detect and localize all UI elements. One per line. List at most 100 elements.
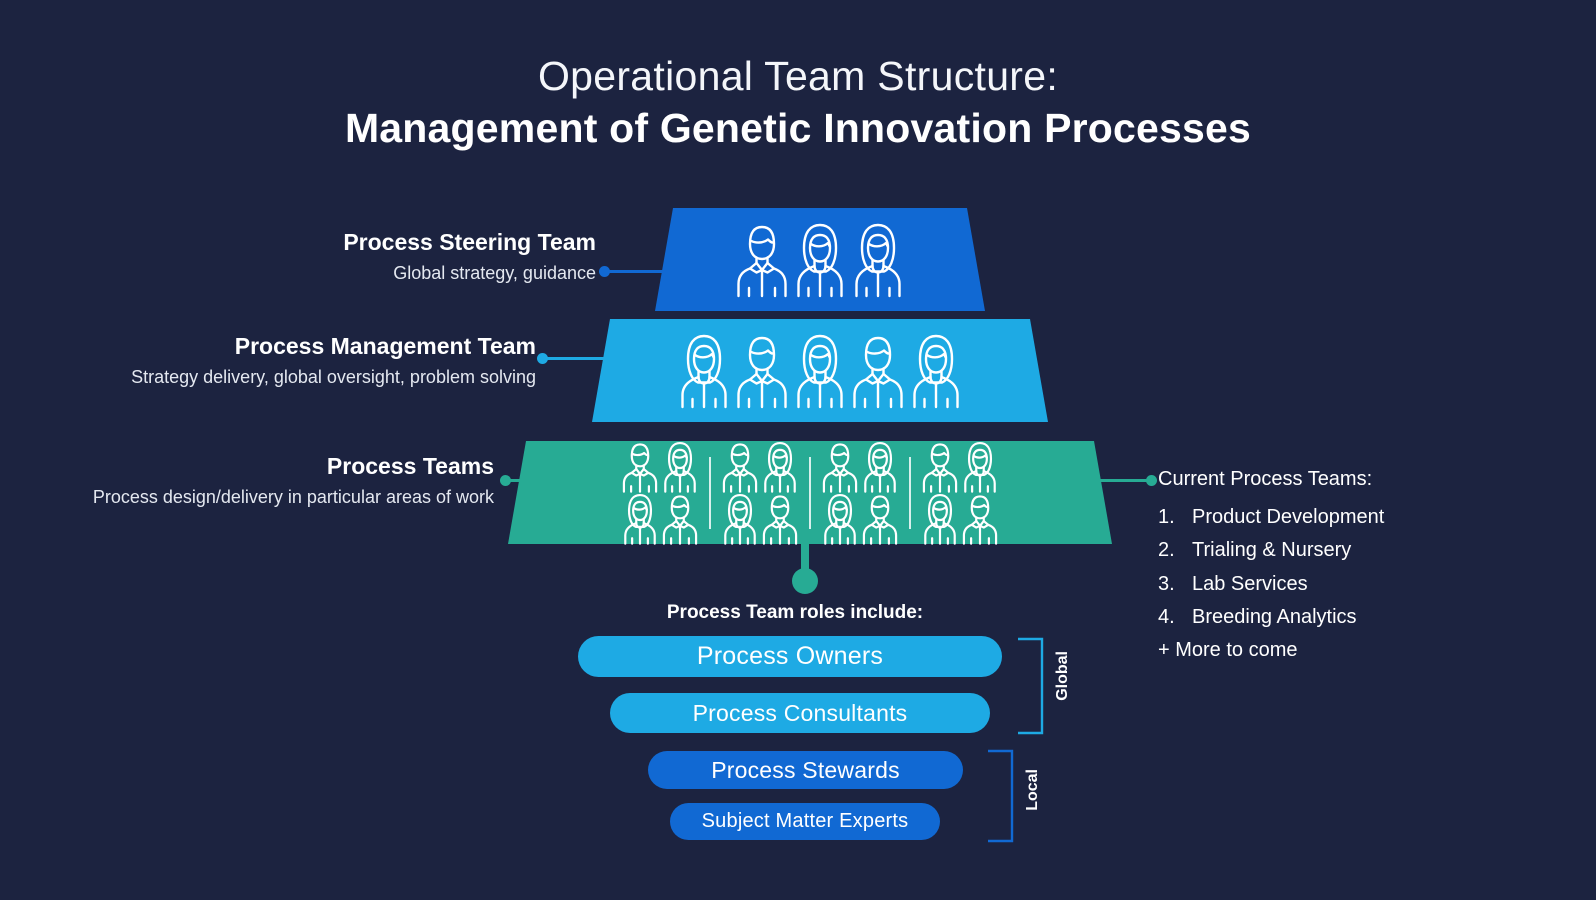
title-line-2: Management of Genetic Innovation Process… [344, 105, 1252, 152]
person-female-icon [913, 334, 959, 408]
current-process-teams-footer: + More to come [1158, 638, 1298, 661]
connector-steering [599, 266, 666, 277]
tier-label-management-name: Process Management Team [234, 333, 536, 359]
roles-caption-text: Process Team roles include: [666, 602, 924, 623]
list-item-number: 2. [1158, 539, 1175, 562]
connector-line-icon [1090, 479, 1152, 482]
role-pill-label: Subject Matter Experts [701, 810, 909, 832]
scope-bracket-local-label: Local [1024, 769, 1041, 811]
cluster-row [720, 441, 800, 493]
tier-label-steering: Process Steering Team Global strategy, g… [343, 228, 596, 285]
tier-label-management-desc: Strategy delivery, global oversight, pro… [131, 366, 536, 387]
person-male-icon [862, 494, 898, 545]
people-group [733, 222, 907, 298]
role-pill-subject-matter-experts[interactable]: Subject Matter Experts [670, 803, 940, 840]
cluster-divider [809, 456, 811, 529]
process-team-cluster [920, 441, 1000, 545]
person-female-icon [855, 223, 901, 297]
tier-people-steering [655, 208, 985, 311]
list-item: 2. Trialing & Nursery [1158, 534, 1578, 567]
current-process-teams-panel: Current Process Teams: 1. Product Develo… [1158, 468, 1578, 662]
stem-dot-icon [792, 568, 818, 594]
scope-bracket-global-label: Global [1054, 651, 1071, 701]
person-female-icon [797, 223, 843, 297]
connector-dot-icon [1146, 475, 1157, 486]
process-team-cluster [820, 441, 900, 545]
person-female-icon [964, 441, 996, 493]
role-pill-label: Process Owners [696, 642, 884, 670]
role-pill-process-consultants[interactable]: Process Consultants [610, 693, 990, 733]
process-team-cluster [620, 441, 700, 545]
tier-label-management: Process Management Team Strategy deliver… [131, 332, 536, 389]
current-process-teams-heading: Current Process Teams: [1158, 468, 1373, 490]
cluster-row [620, 493, 700, 545]
person-male-icon [962, 494, 998, 545]
person-male-icon [762, 494, 798, 545]
tier-label-steering-desc: Global strategy, guidance [393, 262, 596, 283]
connector-line-icon [542, 357, 604, 360]
person-female-icon [724, 493, 756, 545]
list-item-label: Lab Services [1192, 572, 1308, 595]
person-female-icon [864, 441, 896, 493]
tier-people-management [592, 319, 1048, 422]
page-title: Operational Team Structure: Management o… [0, 52, 1596, 154]
connector-line-icon [604, 270, 666, 273]
role-pill-label: Process Consultants [692, 699, 908, 726]
role-pill-label: Process Stewards [711, 756, 900, 783]
people-group [620, 441, 1000, 545]
person-male-icon [853, 336, 903, 408]
tier-label-process-teams: Process Teams Process design/delivery in… [93, 452, 494, 509]
person-male-icon [737, 336, 787, 408]
people-group [675, 333, 965, 409]
role-pill-process-stewards[interactable]: Process Stewards [648, 751, 963, 789]
person-female-icon [624, 493, 656, 545]
pyramid-tier-management[interactable] [592, 319, 1048, 422]
connector-management [537, 353, 604, 364]
list-item-number: 4. [1158, 606, 1175, 629]
list-item-label: Breeding Analytics [1192, 606, 1357, 629]
person-male-icon [662, 494, 698, 545]
person-male-icon [622, 442, 658, 493]
roles-caption: Process Team roles include: [0, 602, 1596, 624]
cluster-divider [909, 456, 911, 529]
cluster-row [920, 493, 1000, 545]
cluster-row [920, 441, 1000, 493]
cluster-row [820, 493, 900, 545]
scope-bracket-global: Global [1016, 637, 1076, 735]
list-item: 3. Lab Services [1158, 568, 1578, 601]
person-male-icon [922, 442, 958, 493]
person-female-icon [924, 493, 956, 545]
connector-current-teams [1090, 475, 1157, 486]
stem-line-icon [801, 540, 809, 578]
person-female-icon [824, 493, 856, 545]
person-male-icon [722, 442, 758, 493]
tier-label-process-teams-name: Process Teams [326, 453, 494, 479]
person-female-icon [681, 334, 727, 408]
bracket-icon [988, 749, 1014, 843]
cluster-divider [709, 456, 711, 529]
current-process-teams-list: 1. Product Development 2. Trialing & Nur… [1158, 501, 1578, 635]
cluster-row [720, 493, 800, 545]
person-female-icon [764, 441, 796, 493]
person-female-icon [664, 441, 696, 493]
cluster-row [820, 441, 900, 493]
person-male-icon [822, 442, 858, 493]
bracket-icon [1018, 637, 1044, 735]
person-female-icon [797, 334, 843, 408]
tier-label-process-teams-desc: Process design/delivery in particular ar… [92, 486, 494, 507]
pyramid-tier-steering[interactable] [655, 208, 985, 311]
list-item-label: Trialing & Nursery [1192, 539, 1352, 562]
cluster-row [620, 441, 700, 493]
list-item-number: 1. [1158, 506, 1175, 528]
title-line-1: Operational Team Structure: [537, 53, 1059, 99]
role-pill-process-owners[interactable]: Process Owners [578, 636, 1002, 677]
pyramid-tier-process-teams[interactable] [508, 441, 1112, 545]
tier-label-steering-name: Process Steering Team [343, 229, 596, 255]
tier-people-process-teams [508, 441, 1112, 545]
scope-bracket-local: Local [986, 749, 1046, 843]
list-item: 4. Breeding Analytics [1158, 601, 1578, 634]
process-team-cluster [720, 441, 800, 545]
person-male-icon [737, 225, 787, 297]
list-item-label: Product Development [1192, 506, 1385, 528]
